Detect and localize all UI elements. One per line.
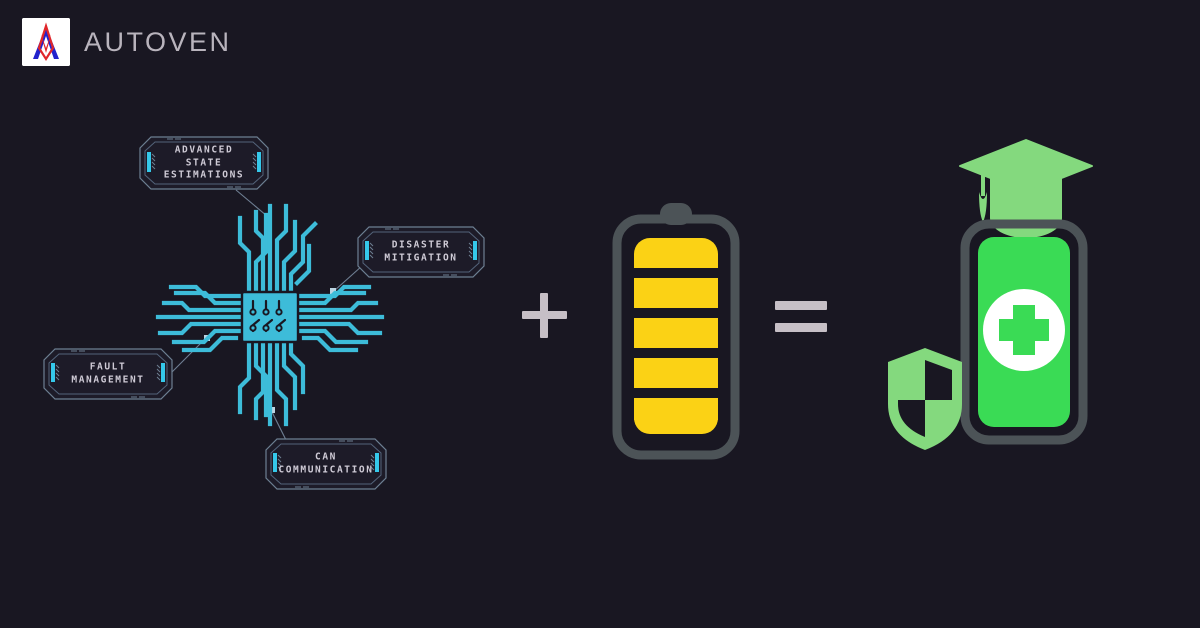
hud-frame [43, 348, 173, 400]
hud-frame [357, 226, 485, 278]
hud-frame [265, 438, 387, 490]
autoven-logo-icon [22, 18, 70, 66]
brand-lockup: AUTOVEN [22, 18, 232, 66]
brand-name: AUTOVEN [84, 26, 232, 57]
shield-icon [888, 348, 962, 450]
equals-symbol [775, 301, 827, 332]
health-cross-icon [983, 289, 1065, 371]
hud-frame [139, 136, 269, 190]
plus-symbol [522, 293, 567, 338]
